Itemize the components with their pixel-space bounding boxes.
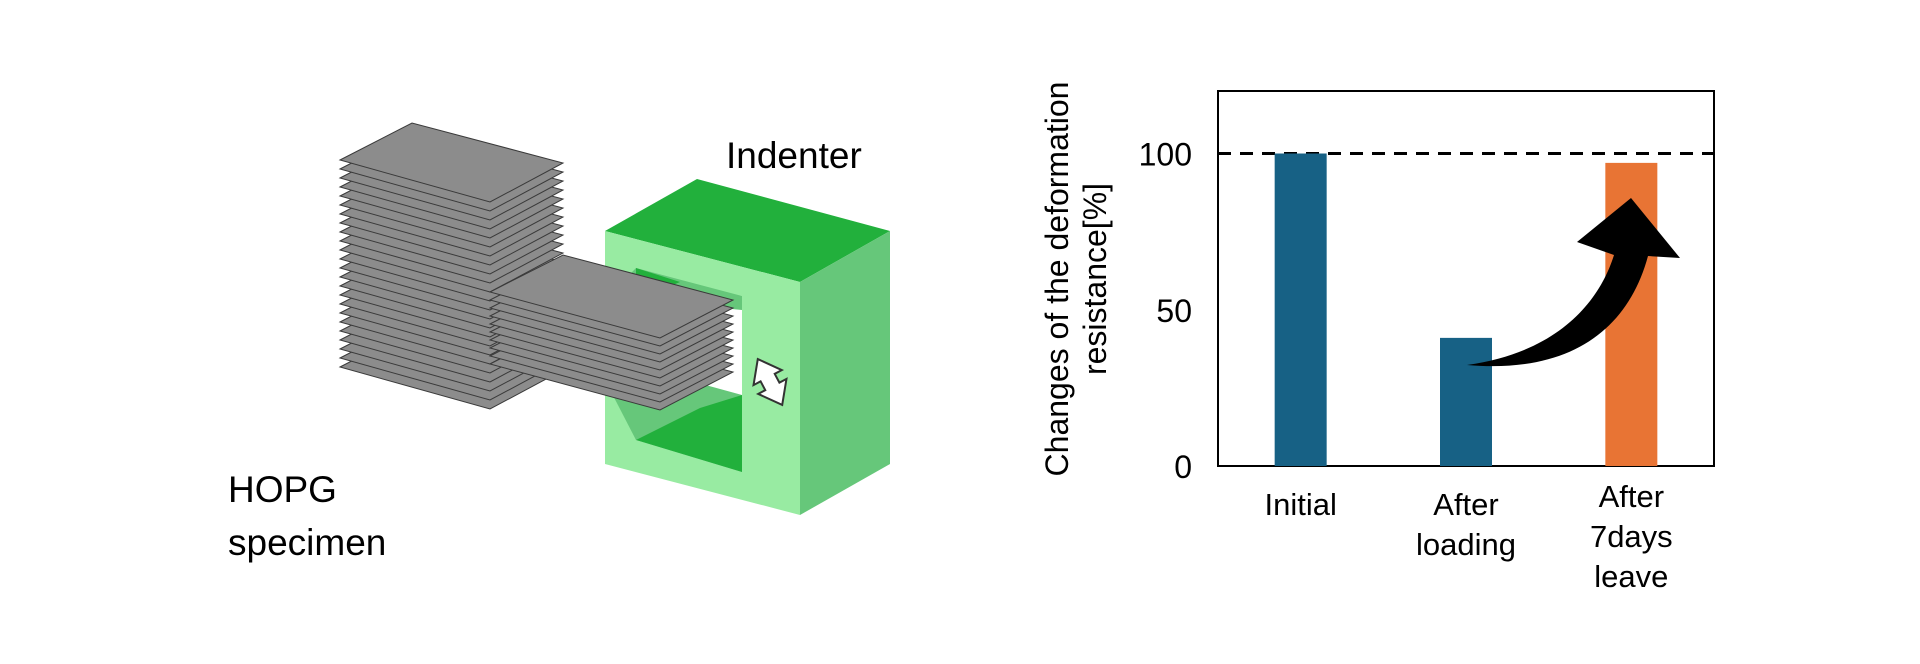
graphite-layer	[488, 254, 735, 339]
double-arrow-icon	[752, 357, 788, 407]
indenter-inner-floor	[636, 395, 742, 472]
graphite-layer	[338, 122, 565, 203]
y-tick-label: 100	[1139, 137, 1192, 173]
indenter-label: Indenter	[726, 135, 862, 176]
x-axis-labels: Initial After loading After 7days leave	[1264, 479, 1672, 594]
indenter-top-face	[605, 179, 890, 282]
indenter-side-face	[800, 231, 890, 515]
y-axis-label-line1: Changes of the deformation	[1039, 82, 1075, 477]
x-tick-label: After	[1599, 479, 1664, 514]
bar	[1274, 153, 1327, 466]
x-tick-label: leave	[1594, 559, 1668, 594]
hopg-tongue	[488, 254, 735, 411]
specimen-label-line2: specimen	[228, 522, 386, 563]
bar-chart: 0 50 100 Initial After loading After 7days leav…	[1039, 82, 1715, 594]
y-tick-label: 50	[1156, 293, 1192, 329]
x-tick-label: Initial	[1264, 487, 1336, 522]
x-tick-label: After	[1433, 487, 1498, 522]
y-axis-label: Changes of the deformation resistance[%]	[1039, 82, 1113, 477]
indenter-front-face	[605, 231, 800, 515]
x-tick-label: loading	[1416, 527, 1516, 562]
y-axis-ticks: 0 50 100	[1139, 137, 1192, 486]
y-axis-label-line2: resistance[%]	[1077, 183, 1113, 375]
specimen-label-line1: HOPG	[228, 469, 337, 510]
recovery-arrow-icon	[1467, 198, 1680, 367]
x-tick-label: 7days	[1590, 519, 1673, 554]
bar	[1440, 337, 1492, 466]
y-tick-label: 0	[1174, 449, 1192, 485]
